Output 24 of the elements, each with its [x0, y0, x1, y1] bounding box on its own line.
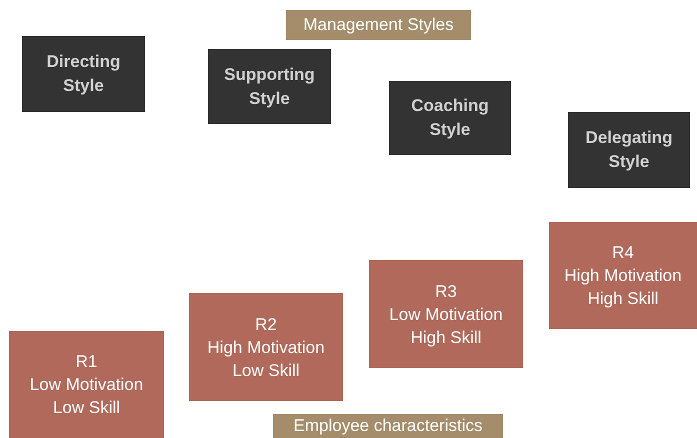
style-box [568, 112, 690, 188]
level-code: R2 [255, 314, 277, 336]
style-label: Directing Style [46, 51, 122, 97]
level-code: R4 [612, 242, 634, 264]
heading-banner [286, 10, 471, 40]
readiness-box [369, 260, 523, 368]
style-label: Delegating Style [584, 127, 674, 173]
level-code: R3 [435, 280, 457, 302]
style-box [389, 81, 511, 155]
readiness-box [189, 293, 343, 401]
level-code: R1 [76, 351, 98, 373]
heading-banner [273, 414, 503, 438]
level-description: High Motivation High Skill [563, 265, 683, 310]
level-description: High Motivation Low Skill [206, 336, 326, 382]
banner-title: Management Styles [303, 15, 454, 35]
readiness-box [9, 331, 164, 438]
style-box [22, 36, 145, 112]
style-label: Coaching Style [410, 95, 490, 141]
banner-title: Employee characteristics [294, 416, 482, 436]
level-description: Low Motivation Low Skill [28, 374, 144, 419]
level-description: Low Motivation High Skill [388, 304, 504, 348]
style-label: Supporting Style [223, 64, 316, 110]
style-box [208, 49, 331, 124]
readiness-box [549, 222, 697, 329]
